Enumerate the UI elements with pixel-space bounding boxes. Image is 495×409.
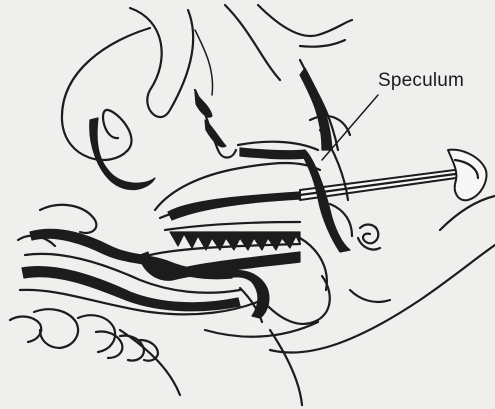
vertebrae	[10, 309, 158, 361]
external-contours	[120, 196, 495, 405]
speculum-label: Speculum	[378, 70, 464, 92]
label-pointer-line	[322, 95, 378, 160]
